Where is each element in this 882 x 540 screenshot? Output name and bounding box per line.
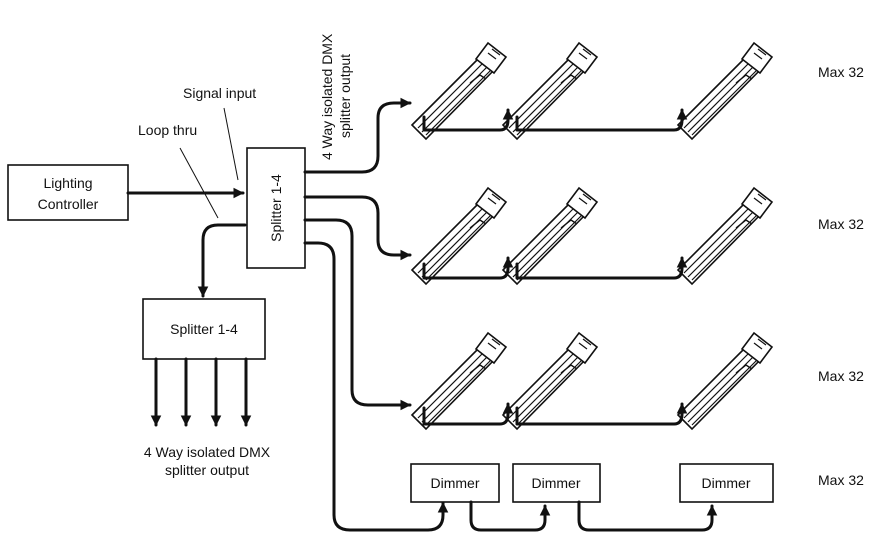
output-wire-2 <box>303 195 412 261</box>
main-splitter-box: Splitter 1-4 <box>246 147 306 269</box>
top-output-label-line1: 4 Way isolated DMX <box>319 33 335 160</box>
fixture-icon <box>677 42 773 140</box>
fixture-icon <box>677 187 773 285</box>
chain-wire <box>515 402 688 426</box>
top-output-label-line2: splitter output <box>337 54 353 138</box>
dimmer-label: Dimmer <box>532 475 581 491</box>
chain-wire <box>515 108 688 132</box>
output-wire-3 <box>303 218 412 411</box>
max-label-row-2: Max 32 <box>818 216 864 232</box>
dimmer-label: Dimmer <box>702 475 751 491</box>
sub-splitter-box: Splitter 1-4 <box>142 298 266 360</box>
max-label-dimmers: Max 32 <box>818 472 864 488</box>
dimmer-chain-wire <box>577 500 718 532</box>
chain-wire <box>515 256 688 280</box>
max-label-row-1: Max 32 <box>818 64 864 80</box>
loop-thru-label: Loop thru <box>138 122 197 138</box>
main-splitter-label: Splitter 1-4 <box>268 174 284 242</box>
fixture-icon <box>411 42 507 140</box>
lighting-controller-box: Lighting Controller <box>7 164 129 221</box>
max-label-row-3: Max 32 <box>818 368 864 384</box>
sub-splitter-label: Splitter 1-4 <box>170 321 238 337</box>
controller-label-line2: Controller <box>38 196 99 212</box>
output-wire-4 <box>303 241 449 532</box>
loop-thru-wire <box>197 223 247 298</box>
chain-wire <box>422 256 514 280</box>
chain-wire <box>422 108 514 132</box>
fixture-icon <box>677 332 773 430</box>
controller-label-line1: Lighting <box>43 175 92 191</box>
signal-input-label: Signal input <box>183 85 256 101</box>
dimmer-box <box>679 463 774 503</box>
chain-wire <box>422 402 514 426</box>
top-output-annotation: 4 Way isolated DMX splitter output <box>319 33 353 160</box>
fixture-row-1 <box>411 42 773 140</box>
signal-input-leader <box>223 107 239 181</box>
dimmer-row: Dimmer Dimmer Dimmer <box>410 463 774 532</box>
loop-thru-leader <box>179 147 219 219</box>
fixture-icon <box>411 187 507 285</box>
fixture-row-3 <box>411 332 773 430</box>
fixture-icon <box>411 332 507 430</box>
dimmer-box <box>410 463 500 503</box>
dimmer-box <box>512 463 601 503</box>
bottom-output-label-line2: splitter output <box>165 462 249 478</box>
dimmer-chain-wire <box>469 500 551 532</box>
output-wire-1 <box>303 97 412 174</box>
dimmer-label: Dimmer <box>431 475 480 491</box>
fixture-row-2 <box>411 187 773 285</box>
bottom-output-label-line1: 4 Way isolated DMX <box>144 444 271 460</box>
